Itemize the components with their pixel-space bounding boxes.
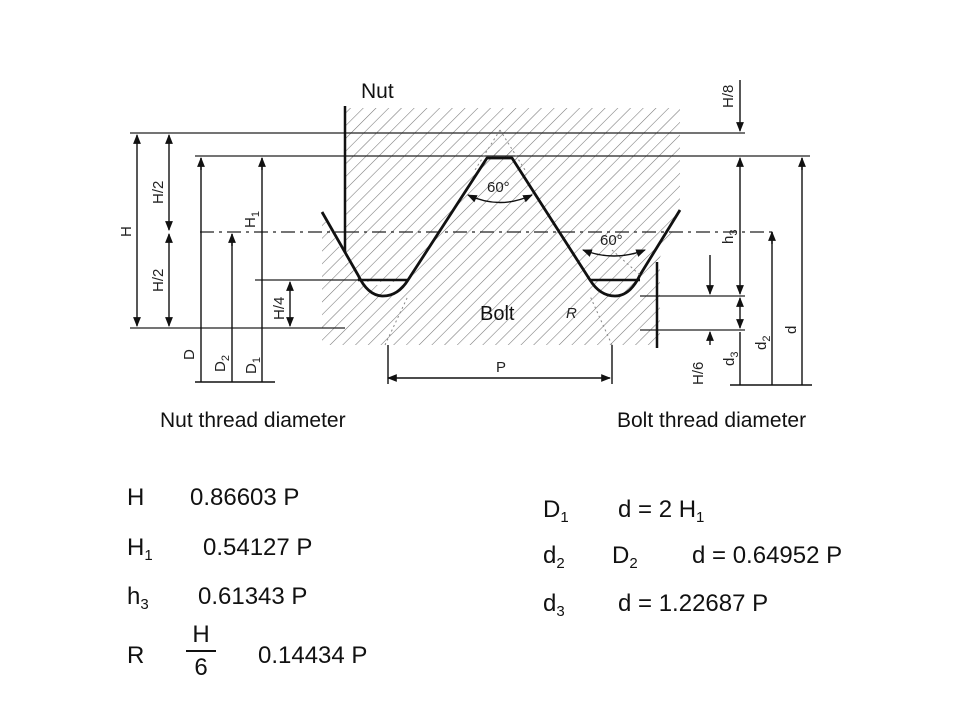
angle-top-label: 60° <box>487 179 510 196</box>
formula-h3-value: 0.61343 P <box>198 583 308 610</box>
thread-profile-line <box>320 156 682 298</box>
h1-label: H1 <box>242 211 262 228</box>
formula-d3-expr: d = 1.22687 P <box>618 590 769 617</box>
bolt-label: Bolt <box>480 303 515 325</box>
h6-label: H/6 <box>690 362 707 385</box>
nut-label: Nut <box>361 80 394 103</box>
formula-table: H 0.86603 P H1 0.54127 P h3 0.61343 P R … <box>0 470 960 720</box>
formula-h3-symbol: h3 <box>127 583 149 613</box>
formula-d1-symbol: D1 <box>543 496 569 526</box>
d2-nut-label: D2 <box>212 355 232 372</box>
formula-d2-mid: D2 <box>612 542 638 572</box>
formula-r-value: 0.14434 P <box>258 642 368 669</box>
angle-arc-top <box>467 194 533 204</box>
pitch-label: P <box>496 359 506 376</box>
dimension-lines <box>133 80 812 386</box>
formula-r-symbol: R <box>127 642 145 669</box>
d1-nut-label: D1 <box>243 357 263 374</box>
formula-d3-symbol: d3 <box>543 590 565 620</box>
formula-r-fraction: H 6 <box>186 622 216 681</box>
h-label: H <box>118 226 135 237</box>
angle-arc-right <box>582 249 646 257</box>
big-d-label: D <box>181 349 198 360</box>
formula-d1-expr: d = 2 H1 <box>618 496 705 526</box>
d3-label: d3 <box>721 352 741 366</box>
d-label: d <box>783 326 800 334</box>
h3-label: h3 <box>720 230 740 244</box>
fraction-bar <box>186 650 216 652</box>
nut-thread-caption: Nut thread diameter <box>160 409 346 432</box>
d2-label: d2 <box>753 336 773 350</box>
h8-label: H/8 <box>720 85 737 108</box>
formula-h-symbol: H <box>127 484 145 511</box>
radius-label: R <box>566 305 577 322</box>
formula-h-value: 0.86603 P <box>190 484 300 511</box>
bolt-thread-caption: Bolt thread diameter <box>617 409 807 432</box>
fraction-denominator: 6 <box>194 654 208 681</box>
thread-profile-diagram: Nut Bolt 60° 60° P R H H/2 H/2 D D2 D1 H… <box>118 80 812 386</box>
h2-upper-label: H/2 <box>150 181 167 204</box>
h2-lower-label: H/2 <box>150 269 167 292</box>
angle-right-label: 60° <box>600 232 623 249</box>
formula-d2-symbol: d2 <box>543 542 565 572</box>
h4-label: H/4 <box>271 297 288 320</box>
formula-d2-expr: d = 0.64952 P <box>692 542 843 569</box>
formula-h1-symbol: H1 <box>127 534 153 564</box>
fraction-numerator: H <box>192 621 210 648</box>
formula-h1-value: 0.54127 P <box>203 534 313 561</box>
